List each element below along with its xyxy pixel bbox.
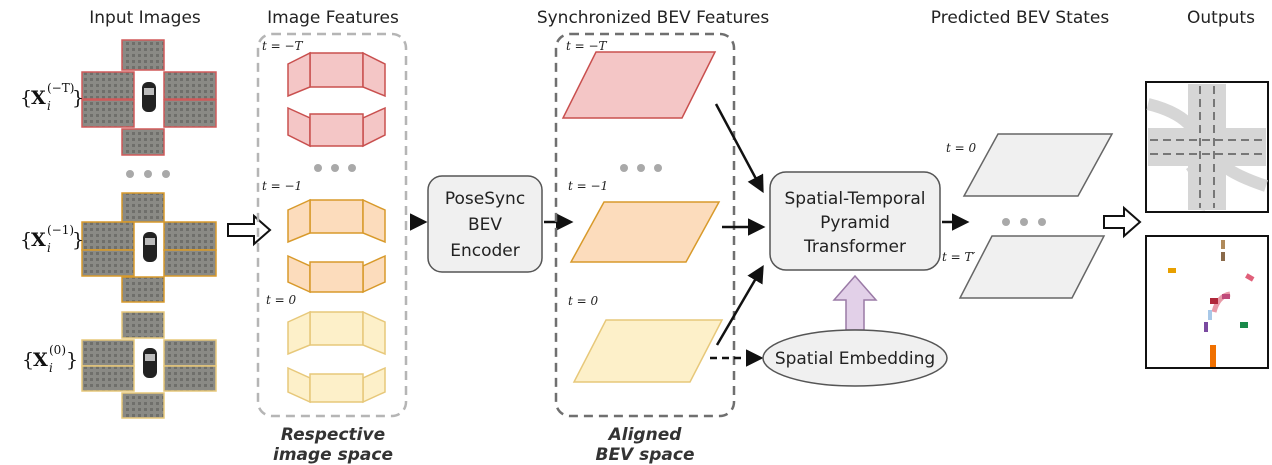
svg-text:}: } [66,349,78,371]
aligned-space-label-1: Aligned [607,425,683,445]
respective-space-label-2: image space [273,445,393,465]
svg-text:i: i [49,361,53,375]
input-camera-group-orange [81,192,217,303]
aligned-space-label-2: BEV space [595,445,694,465]
arrow-bev-yellow-to-transformer [715,264,764,346]
svg-text:{: { [22,349,34,371]
ellipsis-dots-icon [126,170,170,178]
feature-prism-red [287,51,386,148]
header-input-images: Input Images [89,8,201,28]
svg-text:}: } [72,87,84,109]
feature-prism-orange [287,198,386,294]
header-sync-bev: Synchronized BEV Features [537,8,770,28]
predicted-plane-t0 [962,133,1114,197]
transformer-line-2: Pyramid [820,213,890,233]
car-icon [143,348,157,378]
bev-plane-yellow [572,319,724,383]
up-arrow-icon [832,274,878,331]
spatial-embedding-label: Spatial Embedding [775,349,935,369]
predicted-plane-tT [958,235,1106,299]
spatial-temporal-transformer-box [769,171,941,271]
posesync-encoder-box [427,175,543,273]
svg-text:(−1): (−1) [47,223,74,237]
time-label-neg-1: t = −1 [262,179,302,193]
input-camera-group-red [81,39,217,156]
svg-text:X: X [31,229,46,251]
svg-text:(−T): (−T) [47,81,74,95]
bev-time-label-zero: t = 0 [568,294,599,308]
bev-plane-red [561,51,717,119]
hollow-arrow-icon [227,213,272,247]
svg-text:}: } [72,229,84,251]
encoder-line-1: PoseSync [445,189,525,209]
car-icon [143,232,157,262]
pred-time-label-T-prime: t = T′ [942,250,976,264]
transformer-line-3: Transformer [803,237,906,257]
time-label-zero: t = 0 [266,293,297,307]
pred-time-label-zero: t = 0 [946,141,977,155]
bev-time-label-neg-1: t = −1 [568,179,608,193]
encoder-line-2: BEV [468,215,502,235]
time-label-neg-T: t = −T [262,39,304,53]
svg-text:X: X [33,349,48,371]
input-camera-group-yellow [81,311,217,419]
feature-prism-yellow [287,310,386,404]
input-label-neg-T: { X (−T) i } [20,81,84,113]
header-image-features: Image Features [267,8,399,28]
svg-text:{: { [20,87,32,109]
sync-bev-frame [554,32,736,418]
respective-space-label-1: Respective [281,425,385,445]
hollow-arrow-icon [1103,205,1142,239]
encoder-line-3: Encoder [450,241,520,261]
svg-text:i: i [47,99,51,113]
input-label-neg-1: { X (−1) i } [20,223,84,255]
car-icon [142,82,156,112]
svg-text:X: X [31,87,46,109]
svg-text:(0): (0) [49,343,66,357]
ellipsis-dots-icon [620,164,662,172]
ellipsis-dots-icon [1002,218,1046,226]
spatial-embedding-ellipse [762,329,948,387]
output-agents-map [1145,235,1269,369]
arrow-bev-red-to-transformer [714,103,764,194]
transformer-line-1: Spatial-Temporal [785,189,926,209]
ellipsis-dots-icon [314,164,356,172]
svg-text:{: { [20,229,32,251]
image-features-frame [256,32,408,418]
header-outputs: Outputs [1187,8,1255,28]
bev-time-label-neg-T: t = −T [566,39,608,53]
input-label-zero: { X (0) i } [22,343,78,375]
bev-plane-orange [569,201,721,263]
output-road-map [1145,81,1269,213]
svg-text:i: i [47,241,51,255]
header-predicted-bev: Predicted BEV States [931,8,1110,28]
